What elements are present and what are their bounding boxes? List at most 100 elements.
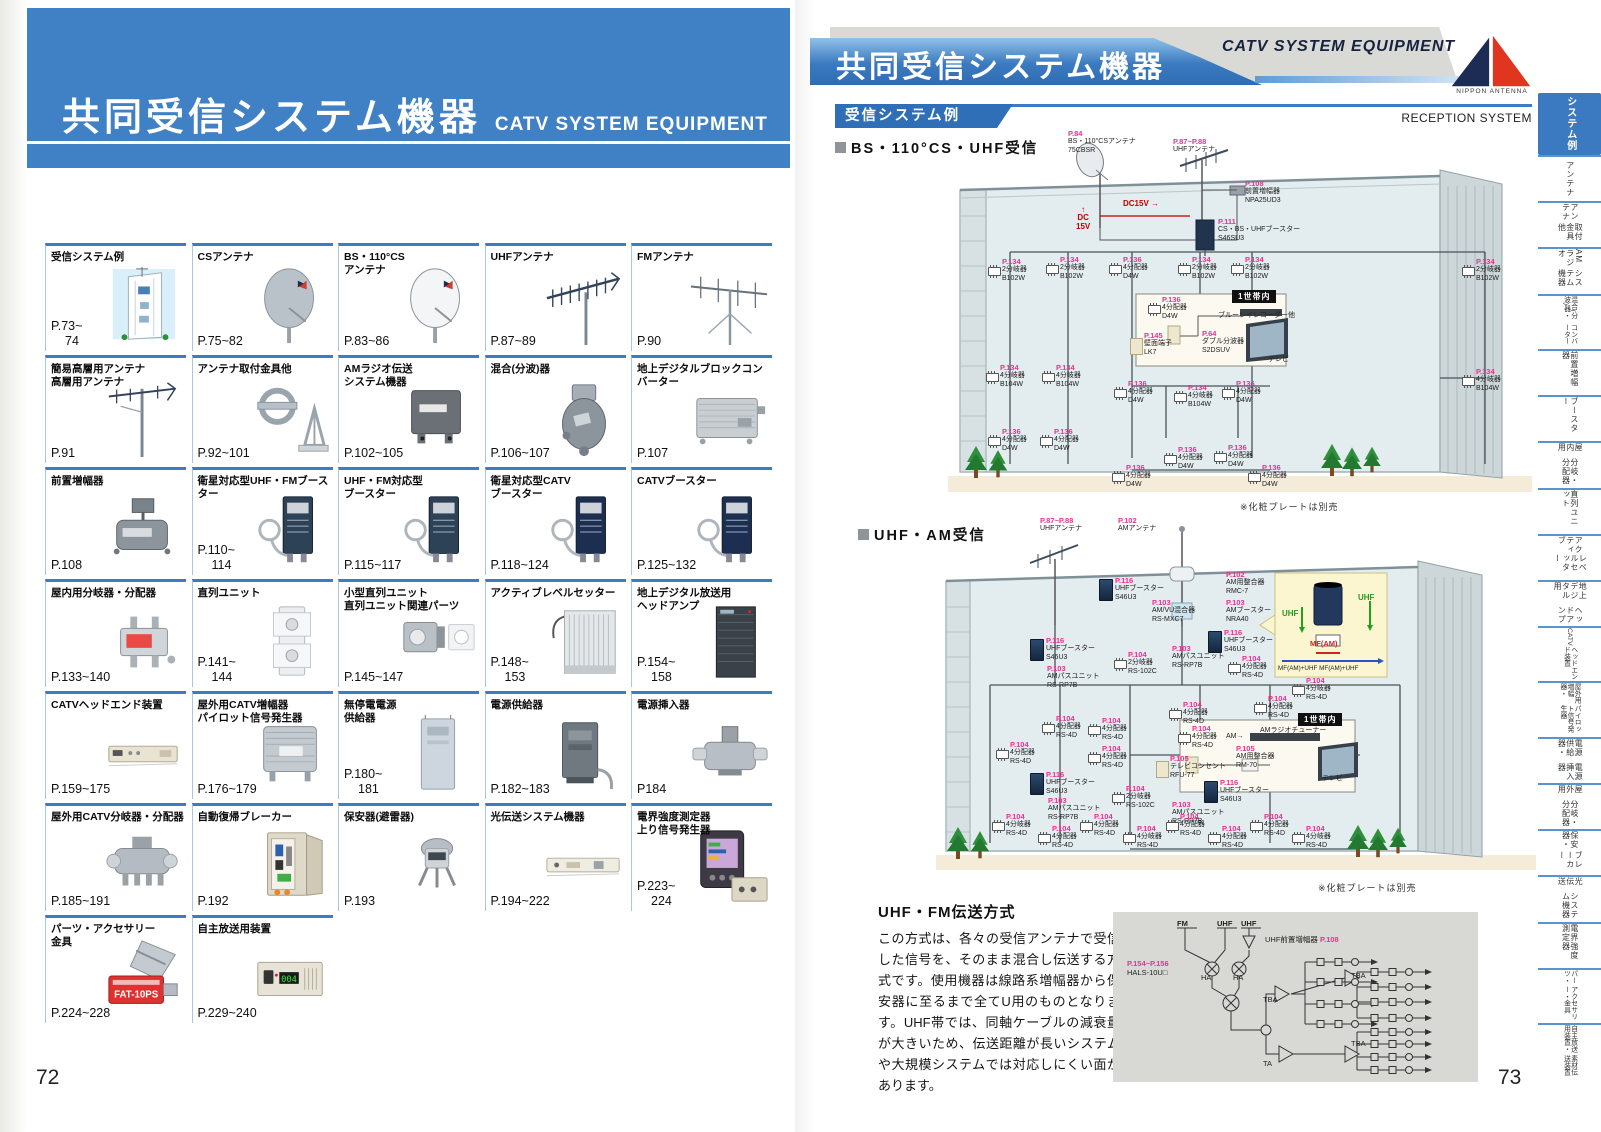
sidebar-tab-8[interactable]: 屋内用分岐・分配器 bbox=[1538, 441, 1601, 487]
sidebar-tab-6[interactable]: 前置増幅器 bbox=[1538, 348, 1601, 395]
category-page-range: P.106~107 bbox=[490, 445, 550, 460]
schematic-label: TBA bbox=[1351, 971, 1366, 980]
category-page-range: P.90 bbox=[637, 333, 662, 348]
sidebar-tab-14[interactable]: 電源供給器・電源挿入器 bbox=[1538, 736, 1601, 783]
outlet-glyph bbox=[1130, 338, 1143, 355]
sidebar-tab-5[interactable]: 混合(分波)器・コンバーター bbox=[1538, 293, 1601, 349]
category-page-range: P.73~74 bbox=[51, 319, 83, 348]
splitter-product-image bbox=[103, 601, 185, 683]
svg-text:004: 004 bbox=[281, 975, 297, 985]
category-page-range: P.148~153 bbox=[490, 655, 529, 684]
sidebar-tab-11[interactable]: 地上デジタル用ヘッドアンプ bbox=[1538, 580, 1601, 626]
sidebar-tab-13[interactable]: 屋外用増幅器・パイロット信号発生器 bbox=[1538, 681, 1601, 736]
sidebar-tab-1[interactable]: システム例 bbox=[1538, 93, 1601, 155]
selfbox-product-image: 004 bbox=[250, 937, 332, 1019]
sidebar-tab-3[interactable]: アンテナ取付金具他 bbox=[1538, 201, 1601, 247]
sidebar-tab-9[interactable]: 直列ユニット bbox=[1538, 487, 1601, 534]
uhf-fm-schematic-drawing bbox=[1177, 927, 1432, 1074]
inserter-product-image bbox=[689, 713, 771, 795]
diagram-label: DC15V → bbox=[1123, 199, 1160, 208]
sidebar-tab-16[interactable]: 保安器・ブレーカー bbox=[1538, 829, 1601, 875]
building-illustration bbox=[948, 142, 1532, 492]
sidebar-tab-2[interactable]: アンテナ bbox=[1538, 154, 1601, 201]
diagram-label: UHF bbox=[1358, 593, 1375, 602]
booster-product-image bbox=[689, 489, 771, 571]
sidebar-tab-17[interactable]: 光伝送システム機器 bbox=[1538, 875, 1601, 921]
category-cell[interactable]: 前置増幅器 P.108 bbox=[45, 467, 186, 575]
category-page-range: P.108 bbox=[51, 557, 83, 572]
split-glyph bbox=[986, 371, 999, 384]
category-cell[interactable]: UHFアンテナ P.87~89 bbox=[484, 243, 626, 351]
sidebar-tab-15[interactable]: 屋外用分岐・分配器 bbox=[1538, 782, 1601, 829]
sidebar-tab-18[interactable]: 電界強度測定器 bbox=[1538, 921, 1601, 968]
category-page-range: P.87~89 bbox=[490, 333, 536, 348]
category-cell[interactable]: 電源供給器 P.182~183 bbox=[484, 691, 626, 799]
smallunit-product-image bbox=[396, 601, 478, 683]
category-cell[interactable]: 保安器(避雷器)P.193 bbox=[338, 803, 479, 911]
sidebar-tab-19[interactable]: パーツ・アクセサリー・金具 bbox=[1538, 967, 1601, 1023]
category-page-range: P.125~132 bbox=[637, 557, 697, 572]
dish-product-image bbox=[396, 265, 478, 347]
sidebar-tab-4[interactable]: AMラジオシステム機器 bbox=[1538, 247, 1601, 293]
category-page-range: P.91 bbox=[51, 445, 76, 460]
sidebar-tab-7[interactable]: ブースター bbox=[1538, 395, 1601, 441]
category-label: 前置増幅器 bbox=[51, 475, 104, 487]
svg-text:FAT-10PS: FAT-10PS bbox=[114, 990, 159, 1001]
category-page-range: P.145~147 bbox=[344, 669, 404, 684]
fmyagi-product-image bbox=[689, 265, 771, 347]
sidebar-tab-20[interactable]: 自主放送用装置・素材伝送装置 bbox=[1538, 1022, 1601, 1078]
yagi-product-image bbox=[543, 265, 625, 347]
category-label: CATVヘッドエンド装置 bbox=[51, 699, 163, 711]
diagram-label: テレビ bbox=[1268, 356, 1289, 363]
category-page-range: P.182~183 bbox=[490, 781, 550, 796]
category-page-range: P.224~228 bbox=[51, 1005, 111, 1020]
category-page-range: P.192 bbox=[197, 893, 229, 908]
category-label: 電源供給器 bbox=[490, 699, 544, 711]
booster-glyph bbox=[1099, 579, 1113, 601]
sidebar-tab-10[interactable]: アクティブレベルセッター bbox=[1538, 533, 1601, 580]
category-label: 無停電電源供給器 bbox=[344, 699, 397, 724]
split-glyph bbox=[1231, 263, 1244, 276]
diagram2-heading: UHF・AM受信 bbox=[858, 524, 986, 545]
category-label: 屋外用CATV増幅器パイロット信号発生器 bbox=[197, 699, 303, 724]
dish-product-image bbox=[250, 265, 332, 347]
category-label: UHFアンテナ bbox=[490, 251, 554, 263]
